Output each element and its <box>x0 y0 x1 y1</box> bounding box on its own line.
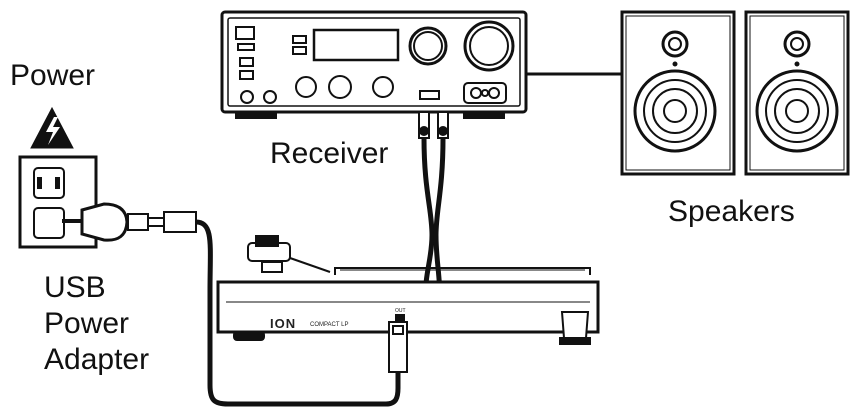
speaker-right-icon <box>744 10 850 176</box>
usb-plug-icon <box>388 321 408 373</box>
receiver-label: Receiver <box>270 137 389 170</box>
usb-cable <box>195 219 401 407</box>
jack-label: OUT <box>395 308 406 314</box>
usb-label-line2: Power <box>44 307 130 340</box>
receiver-icon <box>220 10 528 119</box>
usb-label-line3: Adapter <box>44 343 150 376</box>
power-label: Power <box>10 59 96 92</box>
usb-label-line1: USB <box>44 271 106 304</box>
high-voltage-warning-icon <box>30 106 74 149</box>
usb-power-adapter-icon <box>62 202 197 242</box>
speakers-label: Speakers <box>668 195 795 228</box>
speaker-left-icon <box>620 10 736 176</box>
turntable-model: COMPACT LP <box>310 322 348 328</box>
turntable-brand: ION <box>270 316 296 331</box>
